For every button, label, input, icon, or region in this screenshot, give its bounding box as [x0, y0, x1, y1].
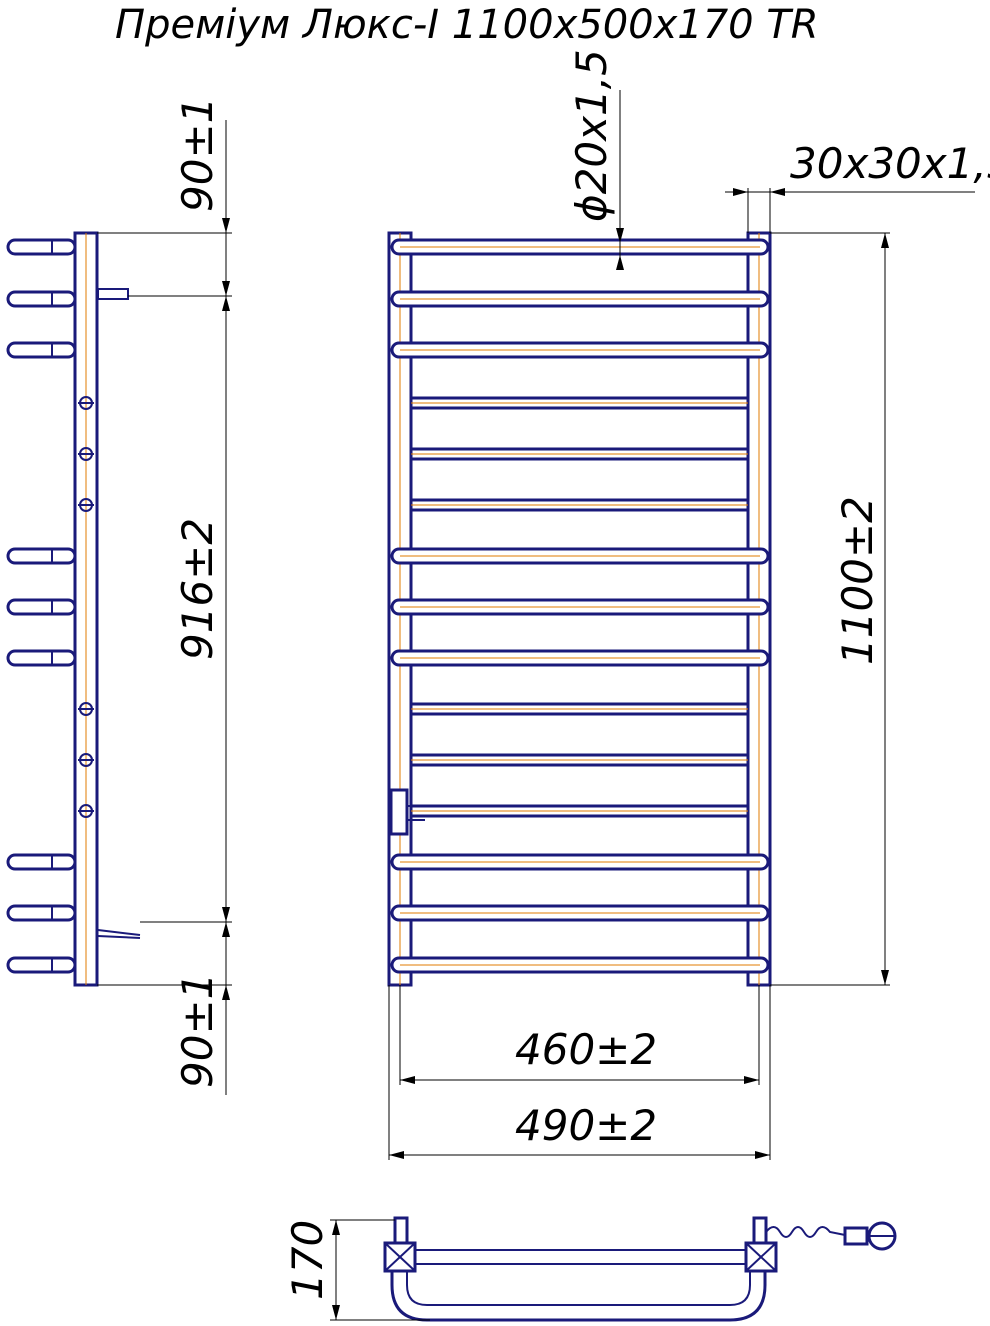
side-rung — [6, 238, 77, 256]
top-left-post — [393, 1216, 409, 1245]
side-rung — [6, 598, 77, 616]
heater-connection-box — [389, 788, 409, 836]
dim-profile: 30x30x1,5 — [790, 139, 990, 188]
side-rung — [6, 853, 77, 871]
dim-height: 1100±2 — [833, 496, 882, 665]
side-rung — [6, 341, 77, 359]
top-view-frame-outer — [390, 1255, 767, 1322]
side-view — [6, 231, 141, 987]
side-rung — [6, 956, 77, 974]
heater-plug — [843, 1226, 869, 1246]
side-view-rungs — [6, 238, 77, 974]
top-view-frame-inner — [406, 1262, 751, 1306]
top-view — [383, 1216, 897, 1322]
side-view-dimensions: 90±1 916±2 90±1 — [97, 97, 232, 1095]
front-view-dimensions: ϕ20x1,5 30x30x1,5 1100±2 460±2 490±2 — [388, 49, 990, 1160]
heater-element-lead — [97, 929, 141, 936]
side-rung — [6, 904, 77, 922]
dim-top-offset: 90±1 — [173, 97, 222, 212]
dim-outer-width: 490±2 — [515, 1101, 657, 1150]
dim-depth: 170 — [283, 1220, 332, 1300]
heater-cable — [765, 1226, 851, 1238]
side-view-mounting-marks — [78, 396, 94, 818]
side-rung — [6, 547, 77, 565]
dim-inner-width: 460±2 — [515, 1025, 657, 1074]
side-rung — [6, 290, 77, 308]
dim-center-distance: 916±2 — [173, 518, 222, 660]
connector-block — [97, 288, 129, 300]
dim-bottom-offset: 90±1 — [173, 973, 222, 1088]
front-view-rungs — [390, 238, 770, 974]
drawing-title: Преміум Люкс-I 1100x500x170 TR — [115, 2, 819, 48]
top-right-post — [752, 1216, 768, 1245]
dim-pipe: ϕ20x1,5 — [567, 49, 616, 222]
side-rung — [6, 649, 77, 667]
front-view — [387, 231, 772, 987]
top-view-dimensions: 170 — [283, 1219, 430, 1321]
